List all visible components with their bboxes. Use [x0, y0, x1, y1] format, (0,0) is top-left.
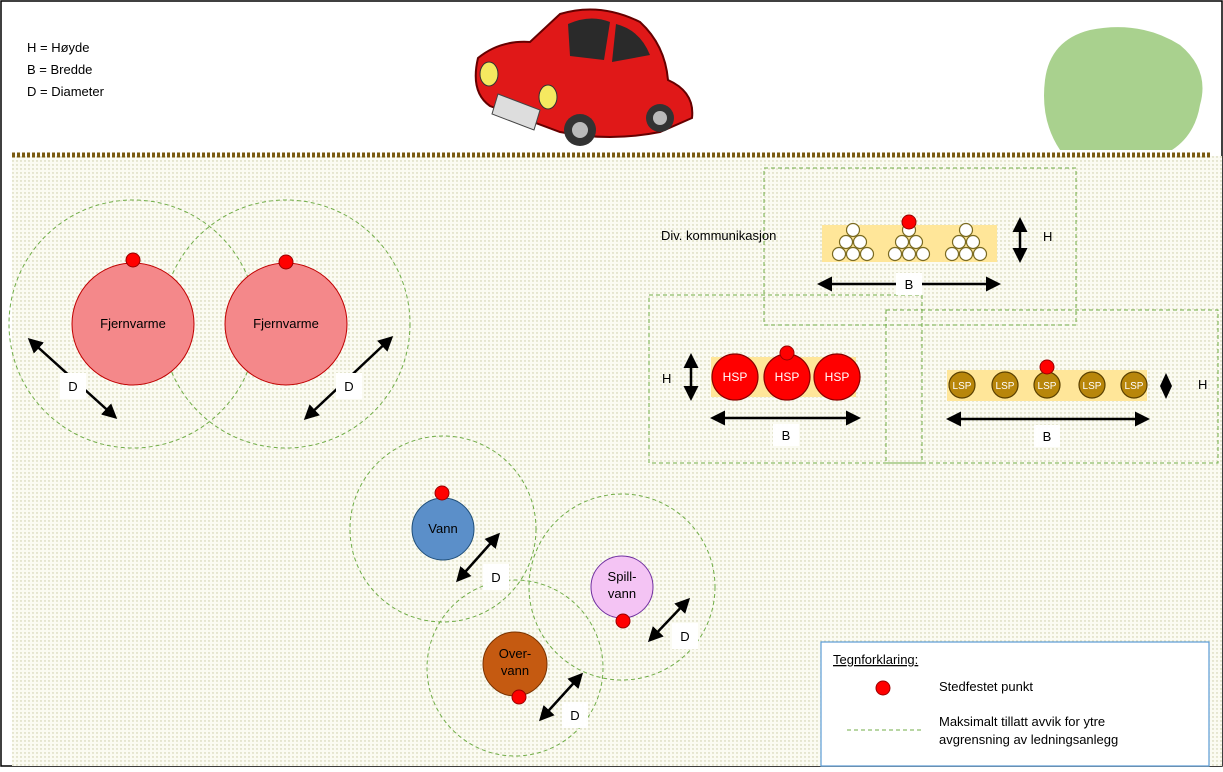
point-marker — [615, 613, 631, 629]
lsp-cables: LSP LSP LSP LSP LSP — [947, 370, 1148, 401]
abbreviation-list: H = Høyde B = Bredde D = Diameter — [27, 40, 105, 99]
kommunikasjon-cables — [822, 222, 997, 262]
width-label: B — [782, 428, 791, 443]
legend-title: Tegnforklaring: — [833, 652, 918, 667]
diameter-arrow-overvann: D — [538, 672, 588, 728]
diameter-arrow-right: D — [303, 335, 394, 421]
legend-deviation-label-1: Maksimalt tillatt avvik for ytre — [939, 714, 1105, 729]
abbr-width: B = Bredde — [27, 62, 92, 77]
lsp-width-arrow: B — [946, 411, 1150, 447]
lsp-label: LSP — [1038, 381, 1057, 392]
legend-deviation-label-2: avgrensning av ledningsanlegg — [939, 732, 1118, 747]
diameter-label: D — [344, 379, 353, 394]
car-illustration — [474, 8, 694, 146]
overvann-label-2: vann — [501, 663, 529, 678]
lsp-label: LSP — [996, 381, 1015, 392]
height-label: H — [1198, 377, 1207, 392]
tolerance-circle-vann — [349, 435, 537, 623]
diameter-label: D — [491, 570, 500, 585]
communication-duct — [831, 246, 847, 262]
point-marker — [511, 689, 527, 705]
kommunikasjon-label: Div. kommunikasjon — [661, 228, 776, 243]
tolerance-circle-overvann — [426, 579, 604, 757]
fjernvarme-left-label: Fjernvarme — [100, 316, 166, 331]
communication-duct — [908, 234, 924, 250]
lsp-height-arrow: H — [1160, 373, 1207, 399]
communication-duct — [915, 246, 931, 262]
communication-duct — [859, 246, 875, 262]
point-marker — [779, 345, 795, 361]
communication-duct — [838, 234, 854, 250]
communication-duct — [965, 234, 981, 250]
diameter-arrow-left: D — [27, 337, 118, 420]
lsp-cable — [948, 371, 976, 399]
point-marker — [901, 214, 917, 230]
legend-box: Tegnforklaring: Stedfestet punkt Maksima… — [820, 641, 1210, 767]
diameter-label: D — [680, 629, 689, 644]
spillvann-label-2: vann — [608, 586, 636, 601]
lsp-label: LSP — [1083, 381, 1102, 392]
communication-duct — [958, 246, 974, 262]
abbr-height: H = Høyde — [27, 40, 90, 55]
height-label: H — [662, 371, 671, 386]
hsp-cables: HSP HSP HSP — [711, 353, 861, 401]
tolerance-rect-lsp — [885, 309, 1219, 464]
communication-duct — [951, 234, 967, 250]
hsp-width-arrow: B — [710, 410, 861, 446]
width-label: B — [905, 277, 914, 292]
overvann-pipe: Over- vann — [482, 631, 548, 705]
spillvann-pipe: Spill- vann — [590, 555, 654, 629]
communication-duct — [894, 234, 910, 250]
overvann-label-1: Over- — [499, 646, 532, 661]
point-marker — [434, 485, 450, 501]
lsp-cable — [991, 371, 1019, 399]
width-label: B — [1043, 429, 1052, 444]
lsp-cable — [1078, 371, 1106, 399]
hsp-height-arrow: H — [662, 353, 699, 401]
point-marker — [278, 254, 294, 270]
height-label: H — [1043, 229, 1052, 244]
diameter-label: D — [570, 708, 579, 723]
hsp-label: HSP — [723, 370, 748, 384]
diameter-label: D — [68, 379, 77, 394]
point-marker — [1039, 359, 1055, 375]
hsp-label: HSP — [825, 370, 850, 384]
kommunikasjon-height-arrow: H — [1012, 217, 1052, 263]
communication-duct — [845, 222, 861, 238]
kommunikasjon-width-arrow: B — [817, 273, 1001, 295]
communication-duct — [958, 222, 974, 238]
abbr-diameter: D = Diameter — [27, 84, 105, 99]
lsp-label: LSP — [953, 381, 972, 392]
vann-label: Vann — [428, 521, 457, 536]
hsp-label: HSP — [775, 370, 800, 384]
tree-illustration — [1044, 27, 1203, 151]
diameter-arrow-vann: D — [456, 532, 509, 590]
tolerance-circle-fjernvarme-right — [161, 199, 411, 449]
communication-duct — [852, 234, 868, 250]
legend-point-label: Stedfestet punkt — [939, 679, 1033, 694]
legend-point-icon — [875, 680, 891, 696]
tolerance-rect-hsp — [648, 294, 923, 464]
communication-duct — [901, 246, 917, 262]
hsp-cable — [711, 353, 759, 401]
lsp-cable — [1120, 371, 1148, 399]
fjernvarme-right-label: Fjernvarme — [253, 316, 319, 331]
communication-duct — [972, 246, 988, 262]
tolerance-circle-spillvann — [528, 493, 716, 681]
communication-duct — [845, 246, 861, 262]
communication-duct — [944, 246, 960, 262]
spillvann-label-1: Spill- — [608, 569, 637, 584]
communication-duct — [887, 246, 903, 262]
diameter-arrow-spillvann: D — [647, 597, 698, 649]
hsp-cable — [813, 353, 861, 401]
tolerance-rect-kommunikasjon — [763, 167, 1077, 326]
lsp-label: LSP — [1125, 381, 1144, 392]
point-marker — [125, 252, 141, 268]
